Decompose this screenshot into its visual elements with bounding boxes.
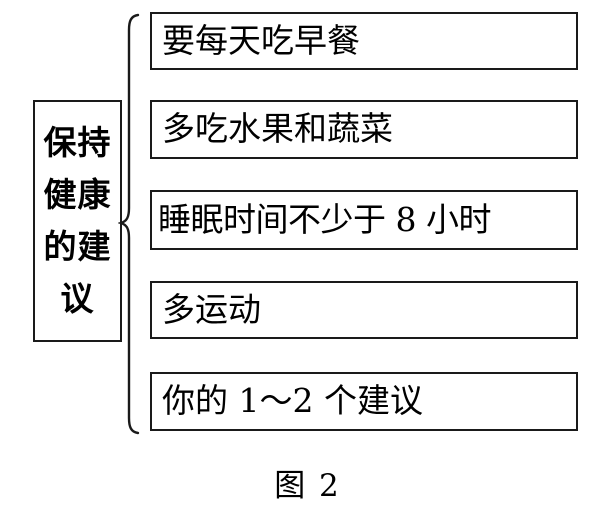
root-node-label: 保持健康的建议 [43, 123, 112, 318]
branch-box-5[interactable]: 你的 1～2 个建议 [150, 372, 578, 431]
branch-box-2[interactable]: 多吃水果和蔬菜 [150, 100, 578, 159]
branch-box-1[interactable]: 要每天吃早餐 [150, 12, 578, 70]
figure-caption: 图 2 [274, 468, 341, 504]
branch-label-4: 多运动 [162, 289, 261, 329]
root-node-box[interactable]: 保持健康的建议 [33, 100, 122, 342]
branch-box-4[interactable]: 多运动 [150, 281, 578, 339]
branch-label-5: 你的 1～2 个建议 [162, 381, 423, 421]
curly-brace-connector [117, 12, 144, 436]
branch-label-3: 睡眠时间不少于 8 小时 [158, 199, 491, 239]
branch-label-2: 多吃水果和蔬菜 [162, 109, 393, 149]
branch-label-1: 要每天吃早餐 [162, 20, 360, 60]
branch-box-3[interactable]: 睡眠时间不少于 8 小时 [150, 190, 578, 250]
curly-brace-icon [117, 13, 140, 435]
